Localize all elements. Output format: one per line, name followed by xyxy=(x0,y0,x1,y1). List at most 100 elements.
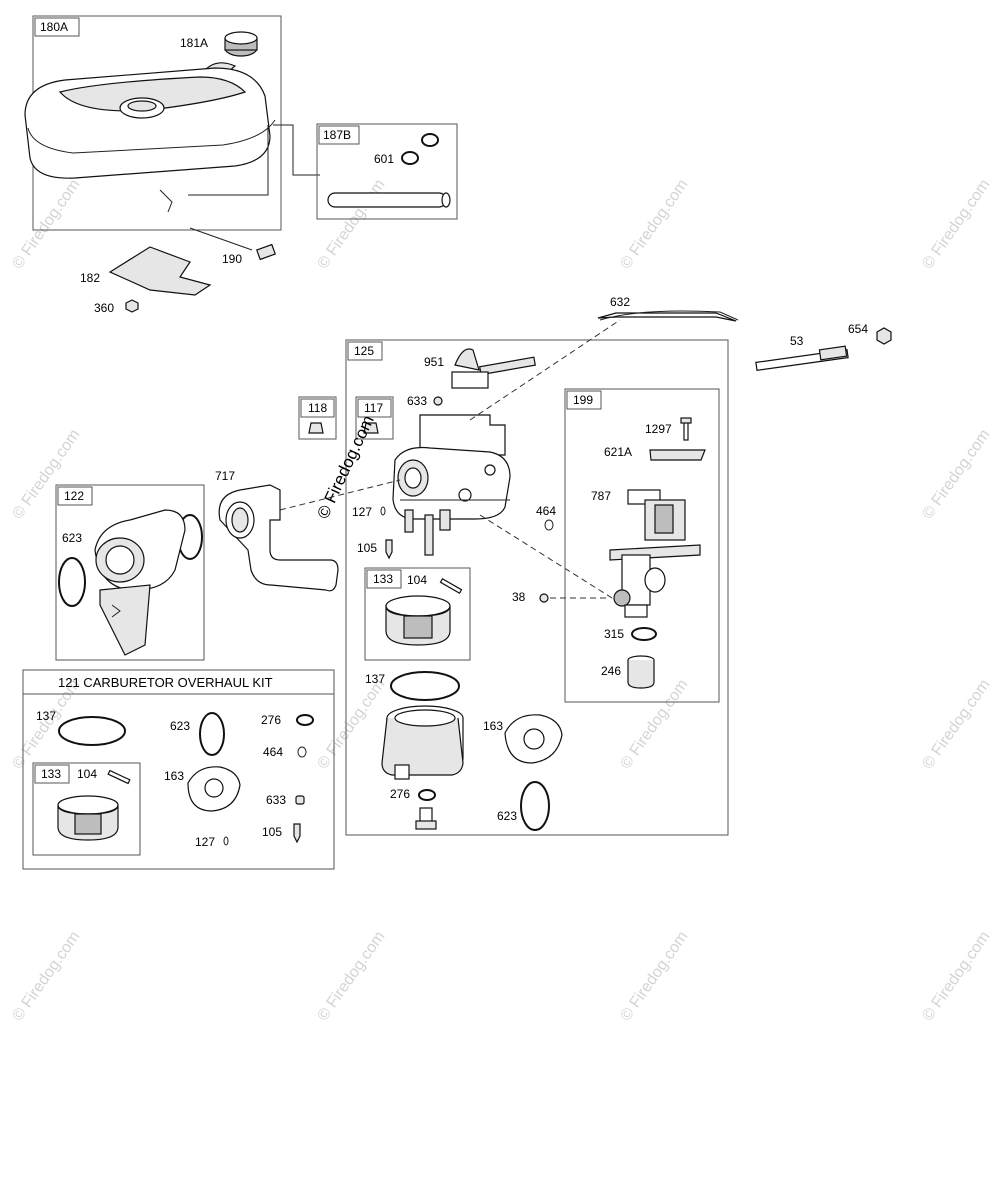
needle-icon xyxy=(385,539,393,560)
label-623-122: 623 xyxy=(62,531,82,545)
watermark: © Firedog.com xyxy=(919,426,993,522)
label-633: 633 xyxy=(407,394,427,408)
fuel-line-icon xyxy=(327,192,451,208)
screw-icon xyxy=(256,243,276,261)
watermark: © Firedog.com xyxy=(9,928,83,1024)
kit-label-276: 276 xyxy=(261,713,281,727)
watermark: © Firedog.com xyxy=(9,676,83,772)
watermark: © Firedog.com xyxy=(617,928,691,1024)
choke-lever-icon xyxy=(451,348,536,389)
group-122: 122 623 xyxy=(55,484,205,661)
bowl-bolt-icon xyxy=(415,807,437,830)
label-621A: 621A xyxy=(604,445,632,459)
kit-float-pin-icon xyxy=(107,769,131,785)
label-181A: 181A xyxy=(180,36,208,50)
kit-pin-icon xyxy=(223,836,229,846)
group-199-label: 199 xyxy=(573,393,593,407)
group-118-frame xyxy=(298,396,337,440)
link-spring-icon xyxy=(597,312,737,322)
bowl-washer-icon xyxy=(418,789,436,801)
leader-717 xyxy=(279,479,401,511)
group-122-frame xyxy=(55,484,205,661)
washer-icon xyxy=(544,519,554,531)
watermark: © Firedog.com xyxy=(9,176,83,272)
group-199-frame xyxy=(564,388,720,703)
watermark: © Firedog.com xyxy=(617,676,691,772)
screw-icon xyxy=(539,593,549,603)
intake-gasket-icon xyxy=(520,781,550,831)
gasket-ring-icon xyxy=(58,557,86,607)
group-187B: 187B 601 xyxy=(316,123,458,220)
watermark: © Firedog.com xyxy=(617,176,691,272)
label-360: 360 xyxy=(94,301,114,315)
group-117-frame xyxy=(355,396,394,440)
kit-label-633: 633 xyxy=(266,793,286,807)
bowl-gasket-icon xyxy=(390,671,460,701)
top-right-parts: 632 53 654 xyxy=(597,295,892,372)
leader-632 xyxy=(469,319,621,421)
group-125-label: 125 xyxy=(354,344,374,358)
label-276: 276 xyxy=(390,787,410,801)
solenoid-screw-icon xyxy=(680,417,692,441)
label-246: 246 xyxy=(601,664,621,678)
hose-clamp-icon xyxy=(401,133,439,165)
label-104: 104 xyxy=(407,573,427,587)
overhaul-kit-frame xyxy=(22,669,335,870)
gasket-icon xyxy=(504,714,563,764)
group-180A-tag xyxy=(34,17,80,37)
group-122-label: 122 xyxy=(64,489,84,503)
group-117: 117 xyxy=(355,396,394,440)
label-464: 464 xyxy=(536,504,556,518)
group-199: 199 1297 621A 787 315 246 xyxy=(564,388,720,703)
carburetor-body-icon xyxy=(392,414,511,556)
kit-label-163: 163 xyxy=(164,769,184,783)
label-1297: 1297 xyxy=(645,422,672,436)
group-187B-frame xyxy=(316,123,458,220)
label-105: 105 xyxy=(357,541,377,555)
hex-nut-icon xyxy=(125,299,139,313)
group-125-frame xyxy=(345,339,729,836)
plug-icon xyxy=(433,396,443,406)
label-190: 190 xyxy=(222,252,242,266)
fuel-tank-hardware: 190 182 360 xyxy=(80,227,276,315)
kit-group-133-frame xyxy=(32,762,141,856)
kit-bowl-gasket-icon xyxy=(58,716,126,746)
group-133-frame xyxy=(364,567,471,661)
group-133-label: 133 xyxy=(373,572,393,586)
fitting-icon xyxy=(308,422,324,434)
kit-label-104: 104 xyxy=(77,767,97,781)
filter-cup-icon xyxy=(627,655,655,689)
kit-gasket-icon xyxy=(187,766,241,812)
label-717: 717 xyxy=(215,469,235,483)
label-787: 787 xyxy=(591,489,611,503)
group-117-label: 117 xyxy=(364,401,383,415)
label-315: 315 xyxy=(604,627,624,641)
tank-bracket-icon xyxy=(108,246,212,296)
nut-icon xyxy=(876,327,892,345)
stud-icon xyxy=(755,345,849,372)
label-137: 137 xyxy=(365,672,385,686)
label-182: 182 xyxy=(80,271,100,285)
group-180A: 180A 181A xyxy=(24,15,320,231)
leader-tank-fitting xyxy=(188,125,269,196)
kit-seat-icon xyxy=(297,746,307,758)
group-118: 118 xyxy=(298,396,337,440)
kit-needle-icon xyxy=(293,823,301,844)
group-180A-label: 180A xyxy=(40,20,68,34)
watermark: © Firedog.com xyxy=(314,176,388,272)
label-163: 163 xyxy=(483,719,503,733)
air-guide-icon xyxy=(94,509,186,656)
overhaul-kit-title: 121 CARBURETOR OVERHAUL KIT xyxy=(58,675,273,690)
fuel-tank-icon xyxy=(24,67,276,213)
float-pin-icon xyxy=(439,577,463,595)
label-632: 632 xyxy=(610,295,630,309)
kit-label-105: 105 xyxy=(262,825,282,839)
group-133: 133 104 xyxy=(364,567,471,661)
float-icon xyxy=(385,595,451,646)
float-bowl-icon xyxy=(381,705,464,780)
leader-187B xyxy=(273,124,320,176)
label-623: 623 xyxy=(497,809,517,823)
kit-label-464: 464 xyxy=(263,745,283,759)
kit-label-623: 623 xyxy=(170,719,190,733)
